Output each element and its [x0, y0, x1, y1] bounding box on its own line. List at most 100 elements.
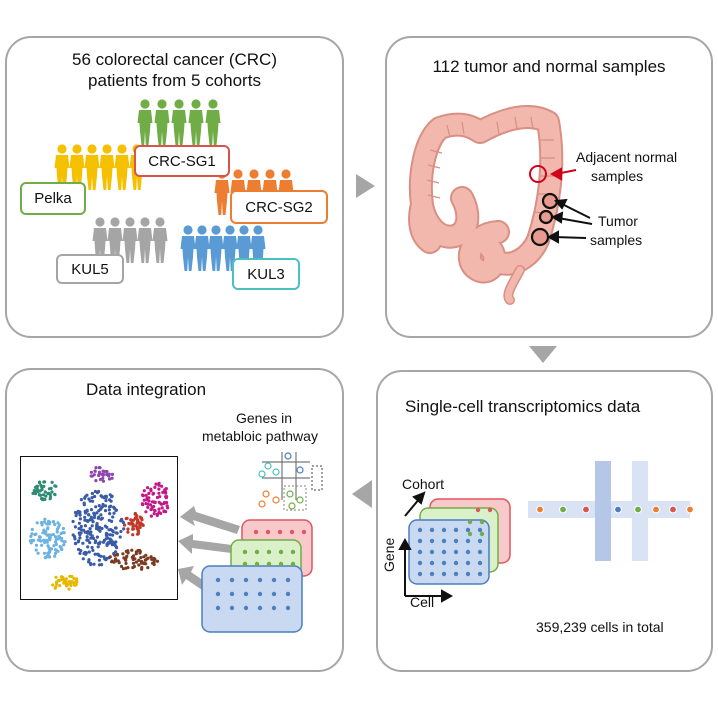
umap-cluster-6-point: [137, 563, 141, 567]
matrix-red-dot: [277, 529, 283, 535]
arrow-down-icon: [529, 346, 557, 363]
umap-cluster-3-point: [95, 535, 99, 539]
umap-cluster-6-point: [121, 567, 125, 571]
umap-cluster-3-point: [90, 491, 94, 496]
umap-cluster-0-point: [49, 486, 53, 490]
umap-cluster-4-point: [45, 533, 49, 537]
umap-cluster-3-point: [86, 531, 90, 535]
matrix-blue-dot: [285, 577, 291, 583]
cell-total-label: 359,239 cells in total: [536, 619, 664, 635]
umap-cluster-5-point: [129, 518, 133, 522]
umap-cluster-3-point: [90, 524, 94, 528]
scrna-matrix-red-dot: [475, 507, 481, 513]
umap-cluster-3-point: [107, 505, 112, 509]
umap-cluster-2-point: [162, 500, 167, 505]
umap-cluster-3-point: [93, 540, 97, 545]
cell-strip-dot: [652, 505, 660, 514]
umap-cluster-4-point: [52, 544, 56, 548]
umap-cluster-3-point: [89, 518, 93, 522]
umap-cluster-5-point: [138, 525, 142, 530]
umap-cluster-1-point: [94, 466, 98, 470]
umap-cluster-7-point: [55, 582, 59, 586]
umap-cluster-4-point: [59, 531, 63, 536]
umap-cluster-3-point: [102, 496, 106, 500]
scrna-matrix-blue-dot: [441, 549, 447, 555]
umap-cluster-3-point: [110, 495, 114, 499]
umap-cluster-6-point: [131, 561, 136, 565]
umap-cluster-3-point: [88, 532, 92, 536]
umap-cluster-4-point: [53, 522, 57, 527]
umap-cluster-2-point: [146, 486, 150, 490]
genes-label-line2: metabloic pathway: [202, 428, 318, 444]
scrna-matrix-blue-dot: [453, 527, 459, 533]
matrix-blue-dot: [285, 591, 291, 597]
umap-cluster-4-point: [42, 551, 47, 555]
umap-cluster-3-point: [83, 518, 87, 522]
scrna-matrix-blue-dot: [441, 538, 447, 544]
tumor-samples-label-line2: samples: [590, 232, 643, 248]
umap-cluster-4-point: [48, 537, 52, 542]
umap-cluster-2-point: [147, 491, 151, 495]
umap-cluster-3-point: [83, 496, 87, 500]
umap-cluster-4-point: [55, 530, 59, 534]
scrna-matrix-green-dot: [467, 531, 473, 537]
umap-cluster-3-point: [91, 520, 95, 524]
umap-cluster-4-point: [33, 533, 37, 537]
cohort-axis-label: Cohort: [402, 476, 445, 492]
umap-cluster-1-point: [107, 474, 111, 478]
umap-cluster-0-point: [39, 483, 43, 487]
cohorts-title-line2: patients from 5 cohorts: [88, 71, 261, 90]
scrna-matrix-green-dot: [479, 531, 485, 537]
umap-cluster-3-point: [78, 551, 82, 556]
umap-cluster-3-point: [97, 509, 101, 513]
pelka-label: Pelka: [20, 182, 86, 215]
umap-cluster-6-point: [119, 564, 124, 569]
umap-cluster-0-point: [41, 493, 46, 497]
umap-cluster-6-point: [134, 552, 138, 556]
umap-cluster-1-point: [101, 479, 105, 483]
umap-cluster-4-point: [35, 521, 39, 525]
umap-cluster-2-point: [157, 487, 161, 491]
umap-cluster-5-point: [138, 515, 142, 519]
matrix-red-dot: [301, 529, 307, 535]
cell-strip-dot: [614, 505, 622, 514]
matrix-green-dot: [290, 561, 296, 567]
umap-cluster-0-point: [43, 490, 47, 494]
umap-cluster-3-point: [85, 508, 89, 512]
umap-cluster-3-point: [97, 558, 101, 562]
umap-cluster-7-point: [70, 574, 74, 579]
umap-cluster-2-point: [159, 511, 163, 515]
umap-cluster-2-point: [144, 502, 148, 506]
umap-cluster-3-point: [89, 515, 93, 519]
scrna-matrix-blue-dot: [465, 560, 471, 566]
umap-cluster-3-point: [114, 508, 118, 512]
umap-cluster-7-point: [70, 580, 74, 584]
normal-sample-marker: [529, 165, 547, 183]
umap-cluster-6-point: [144, 562, 148, 566]
scrna-matrix-green-dot: [479, 519, 485, 525]
matrix-blue-dot: [257, 605, 263, 611]
matrix-red-dot: [289, 529, 295, 535]
normal-samples-label-line1: Adjacent normal: [576, 149, 678, 165]
umap-cluster-3-point: [95, 522, 99, 526]
matrix-blue-dot: [229, 577, 235, 583]
matrix-green-dot: [290, 549, 296, 555]
umap-cluster-4-point: [55, 527, 60, 531]
umap-cluster-4-point: [29, 541, 33, 545]
umap-cluster-3-point: [82, 501, 86, 505]
umap-cluster-0-point: [40, 487, 44, 492]
umap-cluster-2-point: [147, 499, 151, 503]
matrix-blue-dot: [243, 591, 249, 597]
umap-cluster-2-point: [157, 491, 161, 495]
umap-cluster-3-point: [78, 517, 82, 521]
umap-cluster-3-point: [108, 533, 112, 537]
matrix-red-dot: [265, 529, 271, 535]
umap-cluster-3-point: [73, 510, 78, 515]
umap-cluster-1-point: [101, 469, 105, 473]
scrna-matrix-blue-dot: [465, 527, 471, 533]
umap-cluster-2-point: [154, 482, 158, 486]
umap-cluster-7-point: [58, 584, 62, 588]
umap-cluster-0-point: [42, 480, 46, 484]
umap-cluster-6-point: [112, 560, 116, 564]
